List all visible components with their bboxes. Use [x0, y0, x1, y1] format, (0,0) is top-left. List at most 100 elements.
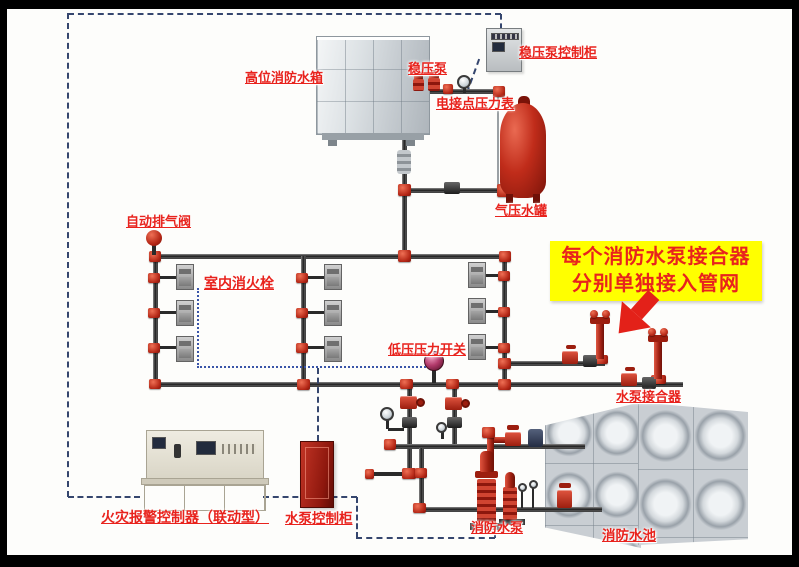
tank-leg [406, 140, 415, 146]
valve [557, 490, 572, 508]
pipe-fitting [384, 439, 396, 450]
pipe-fitting [148, 308, 160, 318]
console-display [152, 437, 166, 449]
pump-adapter-label: 水泵接合器 [616, 389, 682, 404]
pump-panel-label: 水泵控制柜 [285, 511, 353, 526]
pipe-fitting [148, 273, 160, 283]
cabinet-indicators [491, 33, 519, 40]
pipe [301, 256, 306, 386]
siamese-cap [602, 310, 610, 318]
pipe-fitting [443, 84, 453, 94]
valve [621, 373, 637, 386]
fire-pump-label: 消防水泵 [471, 520, 524, 535]
pipe-fitting [148, 343, 160, 353]
gauge-stem [521, 491, 523, 508]
sensor-line [317, 368, 319, 441]
jockey-panel-label: 稳压泵控制柜 [519, 45, 598, 60]
pipe [407, 386, 412, 478]
hydrant-box [324, 264, 342, 290]
pipe-fitting [296, 308, 308, 318]
check-valve [447, 417, 462, 428]
callout-arrow-icon [618, 289, 660, 334]
pipe-fitting [482, 427, 495, 438]
pipe [372, 472, 406, 476]
pipe [153, 254, 505, 259]
siamese-standpipe [596, 323, 604, 359]
pipe [153, 256, 158, 386]
pipe-fitting [149, 379, 161, 389]
pipe [485, 346, 503, 349]
pressure-gauge [529, 480, 538, 489]
valve [400, 396, 417, 409]
siamese-standpipe [654, 341, 662, 379]
gauge-stem [532, 488, 534, 508]
jockey-pump [429, 70, 439, 79]
console-buttons [222, 444, 256, 454]
pipe [306, 346, 326, 349]
fire-alarm-panel-label: 火灾报警控制器（联动型） [101, 509, 269, 525]
pipe-fitting [498, 307, 510, 317]
fire-pool-side [545, 402, 641, 548]
hydrant-box [324, 336, 342, 362]
pipe [502, 256, 507, 386]
check-valve [642, 377, 656, 389]
sensor-line [197, 366, 426, 368]
fire-pump-motor [505, 472, 515, 488]
cabinet-door [305, 447, 329, 499]
gauge-stem [463, 88, 466, 93]
pipe-fitting [415, 468, 427, 478]
pipe-fitting [498, 271, 510, 281]
callout-line-2: 分别单独接入管网 [572, 273, 740, 295]
pipe [402, 94, 407, 256]
fire-pool-label: 消防水池 [602, 528, 656, 543]
valve-handle [625, 367, 635, 371]
siamese-crossbar [590, 317, 610, 324]
pipe [419, 448, 424, 510]
pipe-fitting [498, 343, 510, 353]
air-valve-label: 自动排气阀 [126, 214, 192, 229]
pipe [505, 361, 605, 366]
tank-leg [506, 194, 513, 203]
pipe [306, 311, 326, 314]
console-display [196, 441, 216, 455]
hydrant-box [176, 264, 194, 290]
pipe-fitting [498, 379, 511, 390]
hydrant-box [468, 334, 486, 360]
valve-stem [152, 245, 156, 255]
siamese-cap [648, 328, 656, 336]
valve-handwheel [416, 398, 425, 407]
gauge-stem [388, 428, 404, 431]
siamese-cap [590, 310, 598, 318]
valve-handle [507, 425, 519, 430]
fire-pump-body [477, 479, 496, 525]
hydrant-box [324, 300, 342, 326]
pressure-gauge [518, 483, 527, 492]
check-valve [402, 417, 417, 428]
callout-line-1: 每个消防水泵接合器 [561, 246, 751, 268]
pipe-fitting [149, 251, 161, 262]
fire-pump-motor [480, 451, 494, 472]
control-line [68, 13, 501, 15]
pressure-gauge [436, 422, 447, 433]
pipe-fitting [297, 379, 310, 390]
pipe-fitting [493, 86, 505, 97]
pipe [485, 310, 503, 313]
high-tank-label: 高位消防水箱 [245, 70, 324, 85]
high-level-fire-water-tank [316, 36, 430, 135]
control-line [500, 14, 502, 29]
console-phone [174, 444, 181, 458]
control-line [356, 537, 495, 539]
pipe [485, 274, 503, 277]
pipe-fitting [296, 273, 308, 283]
sensor-line [197, 288, 199, 368]
jockey-pump [414, 72, 423, 80]
contact-gauge-label: 电接点压力表 [436, 96, 515, 111]
tank-stand [322, 133, 424, 140]
pressure-gauge [380, 407, 394, 421]
fire-pool-front [638, 402, 748, 545]
gauge-stem [386, 419, 389, 429]
callout-note: 每个消防水泵接合器 分别单独接入管网 [550, 241, 762, 301]
gauge-stem [441, 431, 444, 439]
hydrant-box [176, 336, 194, 362]
control-line [68, 496, 140, 498]
